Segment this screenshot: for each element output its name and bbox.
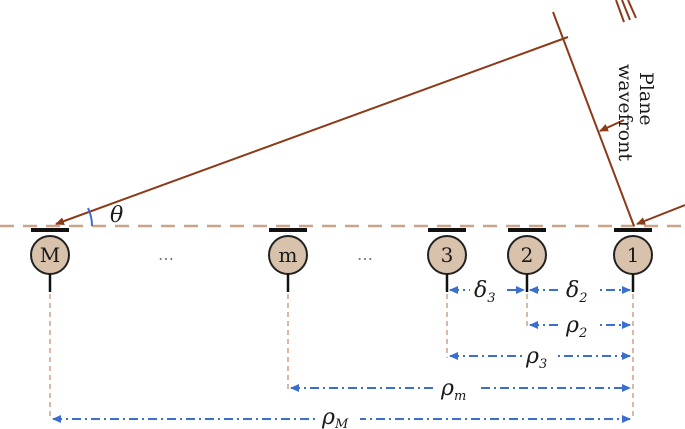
angle-arc: [87, 207, 94, 227]
rho3-label: ρ3: [525, 344, 547, 372]
wavefront-label: Plane wavefront: [614, 64, 657, 161]
sensor-1-label: 1: [627, 243, 640, 267]
rho2-label: ρ2: [565, 313, 587, 341]
ray-hatch-marks: [615, 0, 637, 23]
angle-theta-label: θ: [110, 203, 123, 228]
ellipsis-left: …: [158, 245, 174, 264]
sensor-M-label: M: [40, 243, 60, 267]
delta3-label: δ3: [474, 278, 496, 306]
sensor-1: 1: [613, 228, 653, 292]
sensor-3-label: 3: [441, 243, 454, 267]
plane-wavefront-line: [552, 11, 635, 227]
rhoM-label: ρM: [321, 405, 349, 429]
incoming-ray-to-sensor-M: [55, 36, 569, 226]
sensor-m: m: [268, 228, 308, 292]
sensor-M: M: [30, 228, 70, 292]
ellipsis-right: …: [357, 245, 373, 264]
rhom-label: ρm: [440, 376, 466, 404]
wavefront-label-line-1: Plane: [635, 72, 657, 126]
incoming-ray-to-sensor-1: [636, 204, 685, 225]
sensor-2: 2: [507, 228, 547, 292]
sensor-3: 3: [427, 228, 467, 292]
sensor-m-label: m: [279, 243, 298, 267]
wavefront-pointer-arrow: [599, 119, 625, 132]
sensor-2-label: 2: [521, 243, 534, 267]
wavefront-label-line-2: wavefront: [614, 64, 636, 161]
delta2-label: δ2: [566, 278, 588, 306]
